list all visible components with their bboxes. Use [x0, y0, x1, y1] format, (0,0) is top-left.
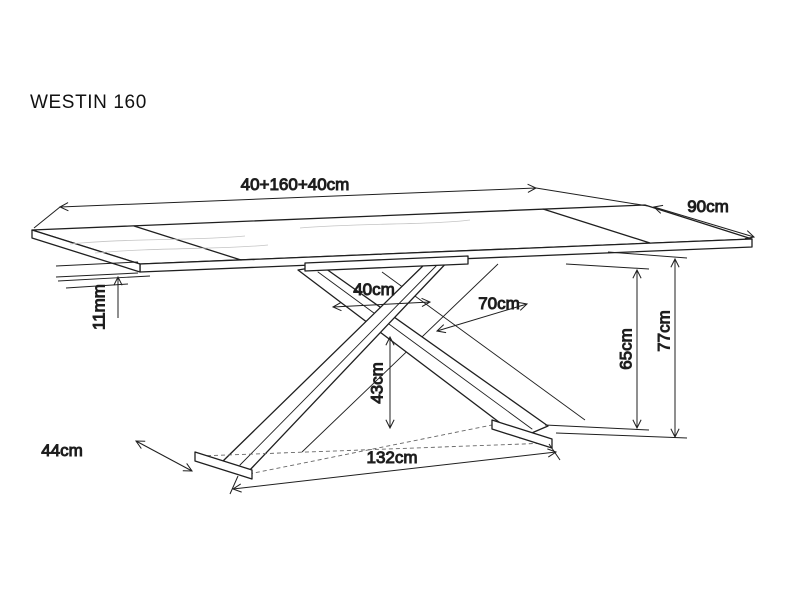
grain-line — [299, 219, 471, 229]
dim-label-total-height: 77cm — [654, 310, 673, 352]
wood-grain — [69, 219, 471, 254]
witness-line — [555, 432, 688, 439]
dim-label-foot-length: 44cm — [41, 441, 83, 460]
rear-leg-line — [381, 271, 586, 421]
dim-line-base-width — [331, 297, 432, 312]
dim-label-depth: 90cm — [687, 197, 729, 216]
dim-line-base-span — [231, 448, 558, 493]
extension-seam-left — [133, 225, 242, 261]
dim-label-total-length: 40+160+40cm — [241, 175, 350, 194]
rear-leg-line — [301, 263, 499, 453]
extension-seam-right — [542, 208, 651, 244]
witness-line — [535, 187, 649, 207]
witness-line — [33, 206, 61, 229]
page-title: WESTIN 160 — [30, 92, 147, 113]
dim-line-depth — [652, 204, 756, 240]
bracket-line — [57, 275, 151, 282]
mounting-bar — [304, 255, 469, 272]
dim-label-base-span: 132cm — [366, 448, 417, 467]
dim-label-base-depth: 70cm — [478, 294, 520, 313]
witness-line — [55, 272, 139, 278]
grain-line — [94, 244, 269, 254]
rear-legs — [301, 263, 586, 453]
dim-line-foot-length — [135, 440, 193, 472]
dimensions-group: 40+160+40cm 90cm 11mm 40cm 70cm 43cm 65c… — [33, 175, 756, 495]
tabletop-left-edge — [31, 229, 141, 273]
dim-line-base-depth — [435, 301, 529, 334]
dim-line-total-length — [58, 183, 538, 212]
dim-label-clearance-height: 65cm — [616, 328, 635, 370]
dim-label-base-width: 40cm — [353, 280, 395, 299]
tabletop-group — [31, 204, 753, 273]
dim-label-thickness: 11mm — [89, 284, 108, 330]
leg-inner-line — [239, 263, 439, 466]
witness-line — [607, 251, 688, 259]
witness-line — [565, 263, 650, 270]
grain-line — [69, 235, 246, 245]
witness-line — [544, 424, 650, 431]
dim-label-frame-height: 43cm — [367, 362, 386, 404]
witness-line — [229, 475, 239, 495]
witness-line — [55, 261, 139, 267]
